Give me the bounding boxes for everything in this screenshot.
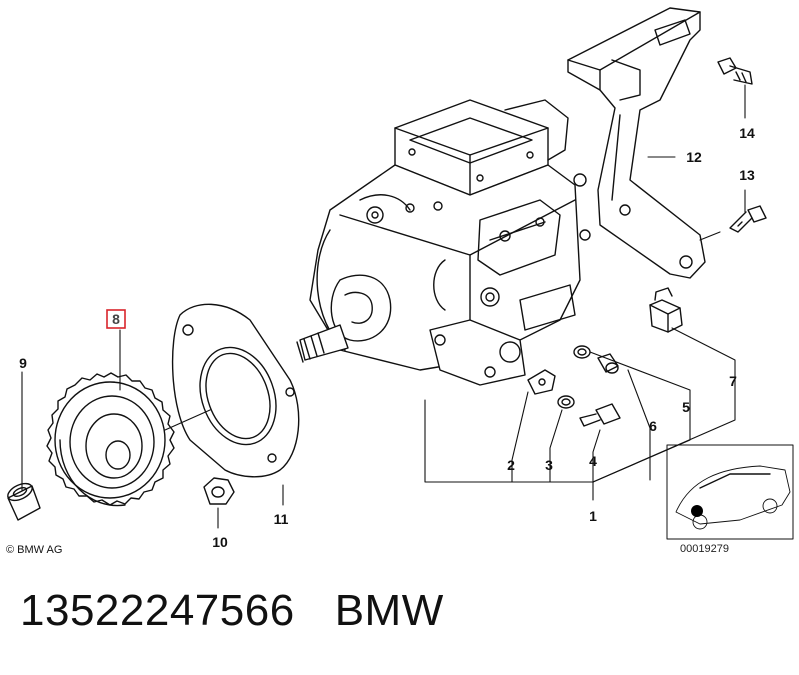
pump-bracket [567, 7, 706, 279]
callout-8[interactable]: 8 [112, 311, 120, 327]
sleeve-9 [7, 482, 41, 521]
callout-10[interactable]: 10 [212, 534, 228, 550]
screw-plug-7 [649, 287, 683, 333]
leader-lines [21, 84, 746, 529]
washer-3 [557, 395, 575, 409]
callout-5[interactable]: 5 [682, 399, 690, 415]
fitting-6 [597, 353, 619, 374]
callout-4[interactable]: 4 [589, 453, 597, 469]
bolt-4 [579, 403, 621, 427]
callout-7[interactable]: 7 [729, 373, 737, 389]
callout-1[interactable]: 1 [589, 508, 597, 524]
highlight-box [106, 309, 126, 329]
callout-6[interactable]: 6 [649, 418, 657, 434]
callout-13[interactable]: 13 [739, 167, 755, 183]
brand-name: BMW [334, 586, 444, 635]
gasket-11 [171, 303, 300, 478]
sprocket-8 [46, 372, 175, 507]
clip-2 [527, 369, 556, 395]
bolt-13 [729, 205, 767, 233]
callout-11[interactable]: 11 [274, 511, 289, 527]
injection-pump [296, 99, 591, 386]
engine-location-dot [691, 505, 703, 517]
sealing-ring-5 [573, 345, 591, 359]
vehicle-inset [666, 444, 794, 540]
callout-2[interactable]: 2 [507, 457, 515, 473]
diagram-reference-number: 00019279 [680, 543, 729, 555]
callout-9[interactable]: 9 [19, 355, 27, 371]
copyright-text: © BMW AG [6, 544, 62, 556]
part-number: 13522247566 [20, 586, 295, 635]
nut-10 [203, 477, 235, 505]
bolt-14 [717, 57, 753, 85]
callout-12[interactable]: 12 [686, 149, 702, 165]
part-caption: 13522247566 BMW [20, 586, 444, 636]
callout-14[interactable]: 14 [739, 125, 755, 141]
callout-3[interactable]: 3 [545, 457, 553, 473]
